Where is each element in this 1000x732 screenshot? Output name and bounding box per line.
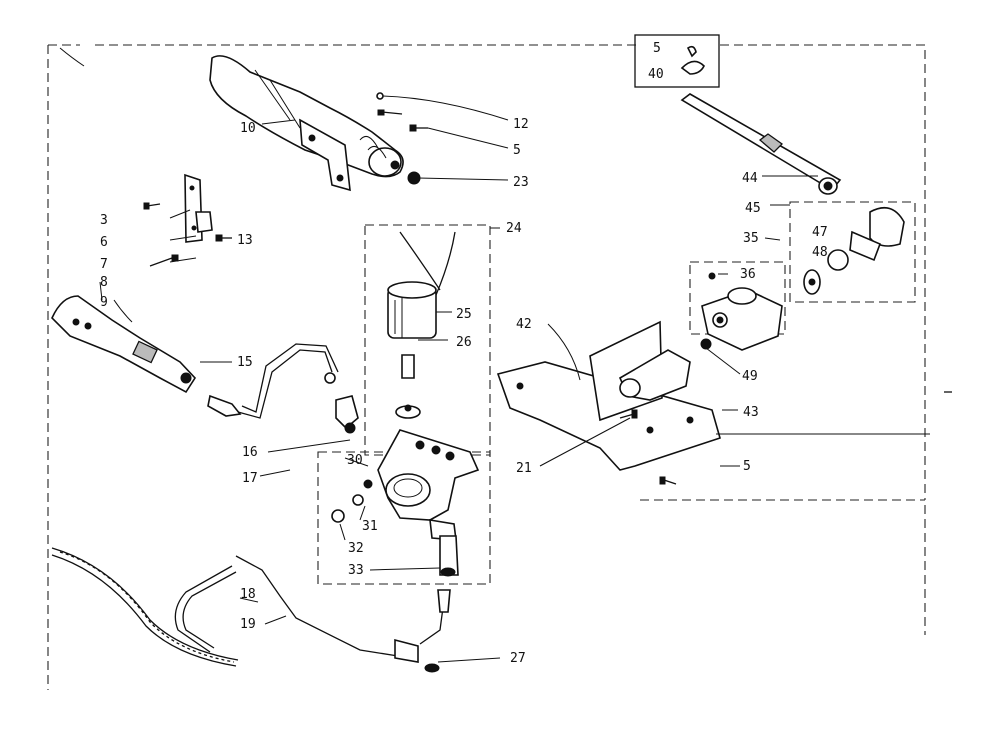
part-labels: 5 40 12 10 5 23 44 3 6 13 7 8 9 24 45 47… bbox=[100, 41, 828, 666]
label-42: 42 bbox=[516, 317, 532, 332]
label-25: 25 bbox=[456, 307, 472, 322]
label-47: 47 bbox=[812, 225, 828, 240]
label-12: 12 bbox=[513, 117, 529, 132]
valve-box bbox=[364, 224, 491, 456]
leader-lines bbox=[99, 95, 930, 663]
label-45: 45 bbox=[745, 201, 761, 216]
label-9: 9 bbox=[100, 295, 108, 310]
assembly-boundary bbox=[47, 44, 926, 690]
label-5-clip-screw: 5 bbox=[653, 41, 661, 56]
mounting-bracket bbox=[496, 320, 721, 485]
label-48: 48 bbox=[812, 245, 828, 260]
left-bracket bbox=[143, 173, 232, 267]
label-30: 30 bbox=[347, 453, 363, 468]
label-15: 15 bbox=[237, 355, 253, 370]
label-6: 6 bbox=[100, 235, 108, 250]
label-31: 31 bbox=[362, 519, 378, 534]
label-10: 10 bbox=[240, 121, 256, 136]
label-40: 40 bbox=[648, 67, 664, 82]
label-24: 24 bbox=[506, 221, 522, 236]
label-17: 17 bbox=[242, 471, 258, 486]
pilot-fitting bbox=[335, 395, 359, 434]
label-33: 33 bbox=[348, 563, 364, 578]
label-49: 49 bbox=[742, 369, 758, 384]
thermocouple bbox=[235, 555, 451, 673]
top-fasteners bbox=[376, 92, 428, 185]
label-43: 43 bbox=[743, 405, 759, 420]
fittings-box bbox=[789, 201, 916, 303]
label-7: 7 bbox=[100, 257, 108, 272]
label-5-handle-screw: 5 bbox=[513, 143, 521, 158]
label-3: 3 bbox=[100, 213, 108, 228]
label-21: 21 bbox=[516, 461, 532, 476]
label-36: 36 bbox=[740, 267, 756, 282]
inset-box-clip bbox=[634, 34, 720, 88]
label-5-bracket-screw: 5 bbox=[743, 459, 751, 474]
igniter-assembly bbox=[51, 295, 242, 417]
gas-regulator bbox=[689, 261, 786, 351]
label-27: 27 bbox=[510, 651, 526, 666]
label-35: 35 bbox=[743, 231, 759, 246]
gas-tube bbox=[680, 93, 842, 195]
label-23: 23 bbox=[513, 175, 529, 190]
label-18: 18 bbox=[240, 587, 256, 602]
label-13: 13 bbox=[237, 233, 253, 248]
regulator-fitting bbox=[618, 338, 712, 401]
label-8: 8 bbox=[100, 275, 108, 290]
label-44: 44 bbox=[742, 171, 758, 186]
label-19: 19 bbox=[240, 617, 256, 632]
label-16: 16 bbox=[242, 445, 258, 460]
control-valve bbox=[317, 429, 491, 585]
handle-assembly bbox=[209, 55, 404, 192]
flex-cable bbox=[51, 547, 239, 667]
pilot-tube bbox=[237, 343, 339, 419]
label-32: 32 bbox=[348, 541, 364, 556]
label-26: 26 bbox=[456, 335, 472, 350]
